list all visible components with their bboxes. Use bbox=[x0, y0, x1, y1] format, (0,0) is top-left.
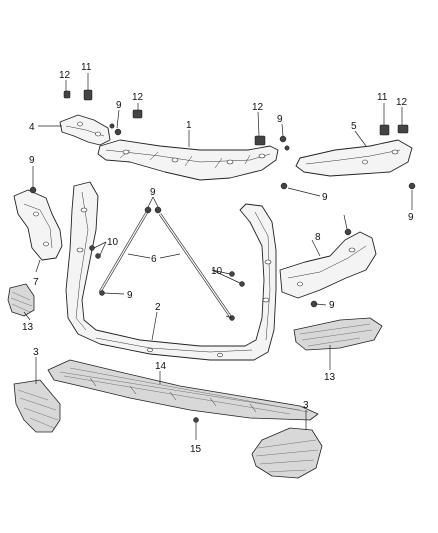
radiator-support-frame-part bbox=[65, 181, 277, 361]
callout-6: 6 bbox=[151, 254, 157, 265]
hood-strut-parts bbox=[98, 211, 232, 317]
callout-1: 1 bbox=[186, 120, 192, 131]
callout-10: 10 bbox=[107, 237, 119, 248]
callout-11: 11 bbox=[81, 62, 92, 73]
upper-crossmember-part bbox=[97, 139, 279, 181]
left-upper-bracket-part bbox=[59, 114, 111, 146]
lower-air-dam-part bbox=[47, 359, 319, 421]
callout-3: 3 bbox=[303, 400, 309, 411]
callout-8: 8 bbox=[315, 232, 321, 243]
callout-2: 2 bbox=[155, 302, 161, 313]
right-upper-bracket-part bbox=[295, 139, 413, 177]
callout-12: 12 bbox=[132, 92, 144, 103]
callout-12: 12 bbox=[59, 70, 71, 81]
left-side-bracket-part bbox=[13, 189, 63, 261]
callout-10: 10 bbox=[211, 266, 223, 277]
left-shield-part bbox=[7, 283, 35, 317]
callout-3: 3 bbox=[33, 347, 39, 358]
callout-9: 9 bbox=[127, 290, 133, 301]
callout-13: 13 bbox=[22, 322, 34, 333]
leader-lines bbox=[23, 73, 413, 440]
callout-15: 15 bbox=[190, 444, 202, 455]
callout-9: 9 bbox=[116, 100, 122, 111]
right-shield-part bbox=[293, 317, 383, 351]
callout-9: 9 bbox=[277, 114, 283, 125]
callout-labels: 12 11 12 9 4 1 12 9 11 12 5 9 9 9 9 8 10… bbox=[22, 62, 414, 455]
callout-5: 5 bbox=[351, 121, 357, 132]
right-side-bracket-part bbox=[279, 231, 377, 299]
callout-9: 9 bbox=[408, 212, 414, 223]
callout-9: 9 bbox=[150, 187, 156, 198]
right-deflector-part bbox=[251, 427, 323, 479]
callout-9: 9 bbox=[322, 192, 328, 203]
callout-9: 9 bbox=[329, 300, 335, 311]
callout-9: 9 bbox=[29, 155, 35, 166]
callout-13: 13 bbox=[324, 372, 336, 383]
callout-7: 7 bbox=[33, 277, 39, 288]
fastener-bolts bbox=[29, 89, 416, 423]
left-deflector-part bbox=[13, 379, 61, 433]
callout-4: 4 bbox=[29, 122, 35, 133]
callout-11: 11 bbox=[377, 92, 388, 103]
callout-14: 14 bbox=[155, 361, 167, 372]
callout-12: 12 bbox=[252, 102, 264, 113]
callout-12: 12 bbox=[396, 97, 408, 108]
